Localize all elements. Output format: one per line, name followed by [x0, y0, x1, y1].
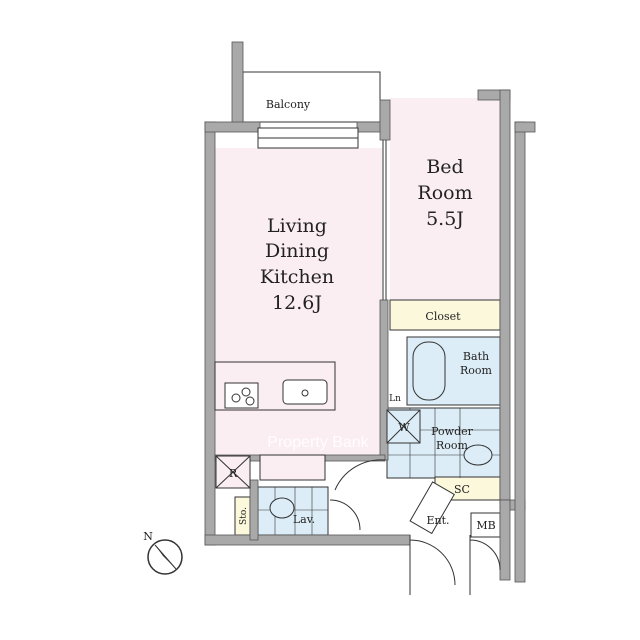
label-entrance: Ent.	[426, 514, 449, 527]
bedroom-floor	[390, 98, 500, 300]
refrigerator-box	[215, 455, 251, 489]
label-washer: W	[398, 421, 410, 434]
label-storage: Sto.	[239, 507, 249, 525]
label-bed-1: Bed	[426, 156, 463, 178]
sink-icon	[282, 379, 328, 405]
label-refrigerator: R	[229, 467, 238, 480]
washer-pan	[386, 409, 421, 444]
label-linen: Ln	[389, 394, 401, 404]
kitchen-counter	[214, 361, 336, 481]
label-balcony: Balcony	[266, 98, 311, 111]
balcony-floor	[242, 71, 381, 123]
label-bed-3: 5.5J	[426, 208, 464, 230]
lav-toilet-icon	[269, 497, 295, 519]
label-mb: MB	[476, 519, 495, 532]
toilet-icon	[463, 444, 493, 466]
label-powder-1: Powder	[431, 425, 474, 438]
label-lavatory: Lav.	[293, 513, 315, 526]
bathtub-icon	[412, 341, 446, 401]
label-ldk-3: Kitchen	[260, 266, 334, 288]
label-closet: Closet	[425, 310, 461, 323]
label-bed-2: Room	[417, 182, 472, 204]
label-powder-2: Room	[436, 439, 469, 452]
label-bath-1: Bath	[463, 350, 489, 363]
doors	[329, 459, 501, 595]
compass-icon	[147, 539, 183, 575]
compass-label: N	[143, 530, 153, 543]
closet-floor	[389, 299, 501, 331]
label-ldk-2: Dining	[265, 240, 329, 262]
mb-box	[470, 512, 501, 538]
label-ldk-1: Living	[267, 215, 327, 237]
label-sc: SC	[454, 483, 470, 496]
label-bath-2: Room	[460, 364, 493, 377]
windows	[257, 127, 387, 300]
watermark: Property Bank	[267, 434, 369, 451]
label-ldk-4: 12.6J	[272, 292, 322, 314]
